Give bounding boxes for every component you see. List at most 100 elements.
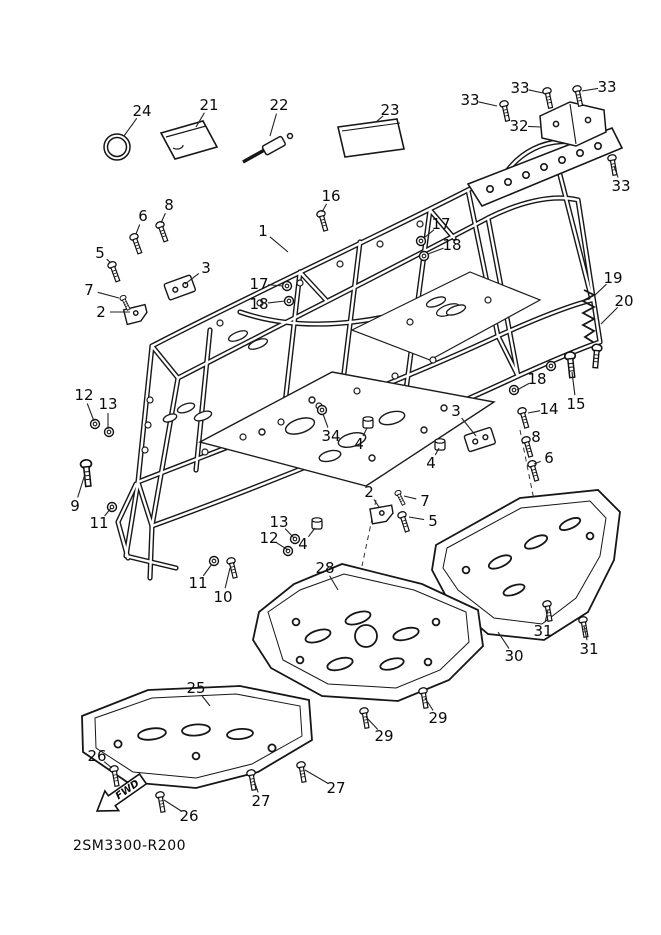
callout-leader <box>571 371 576 396</box>
callout-leader <box>375 115 384 123</box>
plug-wrench-22 <box>242 132 294 164</box>
callout-number-7: 7 <box>84 281 94 299</box>
callout-number-24: 24 <box>132 102 151 120</box>
callout-number-23: 23 <box>380 101 399 119</box>
callout-number-9: 9 <box>70 497 80 515</box>
callout-number-19: 19 <box>603 269 622 287</box>
part-code: 2SM3300-R200 <box>73 838 186 854</box>
callout-number-6: 6 <box>544 449 554 467</box>
callout-number-20: 20 <box>614 292 633 310</box>
callout-number-17: 17 <box>431 215 450 233</box>
callout-leader <box>269 113 278 137</box>
callout-leader <box>160 213 166 224</box>
callout-number-25: 25 <box>186 679 205 697</box>
callout-number-5: 5 <box>428 512 438 530</box>
callout-leader <box>106 258 112 264</box>
callout-number-2: 2 <box>364 483 374 501</box>
callout-number-26: 26 <box>179 807 198 825</box>
callout-number-13: 13 <box>98 395 117 413</box>
callout-number-21: 21 <box>199 96 218 114</box>
callout-leader <box>276 542 289 551</box>
rear-carrier-bar <box>466 126 624 207</box>
callout-leader <box>269 236 289 253</box>
callout-number-12: 12 <box>74 386 93 404</box>
callout-number-31: 31 <box>533 622 552 640</box>
callout-leader <box>329 575 339 591</box>
callout-number-33: 33 <box>510 79 529 97</box>
callout-number-26: 26 <box>87 747 106 765</box>
damper-4-c <box>311 517 323 530</box>
skid-plate-28 <box>252 563 484 702</box>
callout-number-18: 18 <box>527 370 546 388</box>
callout-number-4: 4 <box>426 454 436 472</box>
washer-12-left <box>89 418 101 430</box>
callout-leader <box>527 125 542 128</box>
washer-18-right <box>418 250 430 262</box>
callout-number-22: 22 <box>269 96 288 114</box>
callout-leader <box>544 609 549 623</box>
callout-leader <box>427 247 444 255</box>
callout-leader <box>86 403 95 422</box>
callout-leader <box>408 516 425 521</box>
callout-number-28: 28 <box>315 559 334 577</box>
callout-leader <box>461 417 477 437</box>
bracket-2-right <box>369 504 394 525</box>
bracket-3-right <box>463 426 496 453</box>
callout-number-34: 34 <box>321 427 340 445</box>
bracket-32 <box>539 101 607 147</box>
callout-leader <box>403 495 417 500</box>
callout-number-11: 11 <box>188 574 207 592</box>
callout-leader <box>583 625 588 641</box>
damper-4-a <box>362 416 374 429</box>
callout-leader <box>322 413 329 428</box>
washer-13-left <box>103 426 115 438</box>
callout-number-3: 3 <box>201 259 211 277</box>
callout-number-13: 13 <box>269 513 288 531</box>
callout-leader <box>202 563 213 577</box>
callout-number-1: 1 <box>258 222 268 240</box>
callout-leader <box>224 567 231 589</box>
callout-leader <box>478 101 498 107</box>
callout-number-7: 7 <box>420 492 430 510</box>
callout-number-29: 29 <box>374 727 393 745</box>
skid-plate-30 <box>431 489 621 641</box>
callout-number-32: 32 <box>509 117 528 135</box>
callout-leader <box>104 507 112 517</box>
callout-leader <box>284 528 295 539</box>
callout-leader <box>527 410 541 414</box>
callout-number-27: 27 <box>326 779 345 797</box>
callout-number-8: 8 <box>164 196 174 214</box>
washer-17-left <box>281 280 293 292</box>
frame-perforations <box>141 220 437 456</box>
callout-leader <box>434 447 440 456</box>
callout-leader <box>600 306 619 325</box>
callout-number-33: 33 <box>460 91 479 109</box>
callout-leader <box>533 460 541 465</box>
callout-number-2: 2 <box>96 303 106 321</box>
callout-leader <box>373 499 380 508</box>
callout-leader <box>593 283 607 297</box>
washer-18-b <box>545 360 557 372</box>
callout-number-27: 27 <box>251 792 270 810</box>
callout-number-4: 4 <box>298 535 308 553</box>
frame-floor-pan <box>198 371 496 487</box>
callout-number-30: 30 <box>504 647 523 665</box>
callout-leader <box>163 799 182 812</box>
callout-leader <box>613 165 619 178</box>
callout-leader <box>528 89 544 94</box>
callout-number-3: 3 <box>451 402 461 420</box>
callout-number-4: 4 <box>354 435 364 453</box>
callout-leader <box>135 224 141 235</box>
frame-slots <box>162 296 467 423</box>
washer-11-bottom <box>208 555 220 567</box>
callout-leader <box>267 284 284 287</box>
callout-number-8: 8 <box>531 428 541 446</box>
callout-number-15: 15 <box>566 395 585 413</box>
callout-leader <box>184 273 200 285</box>
callout-leader <box>77 473 86 498</box>
callout-number-14: 14 <box>539 400 558 418</box>
tool-pouch-21 <box>159 120 219 160</box>
